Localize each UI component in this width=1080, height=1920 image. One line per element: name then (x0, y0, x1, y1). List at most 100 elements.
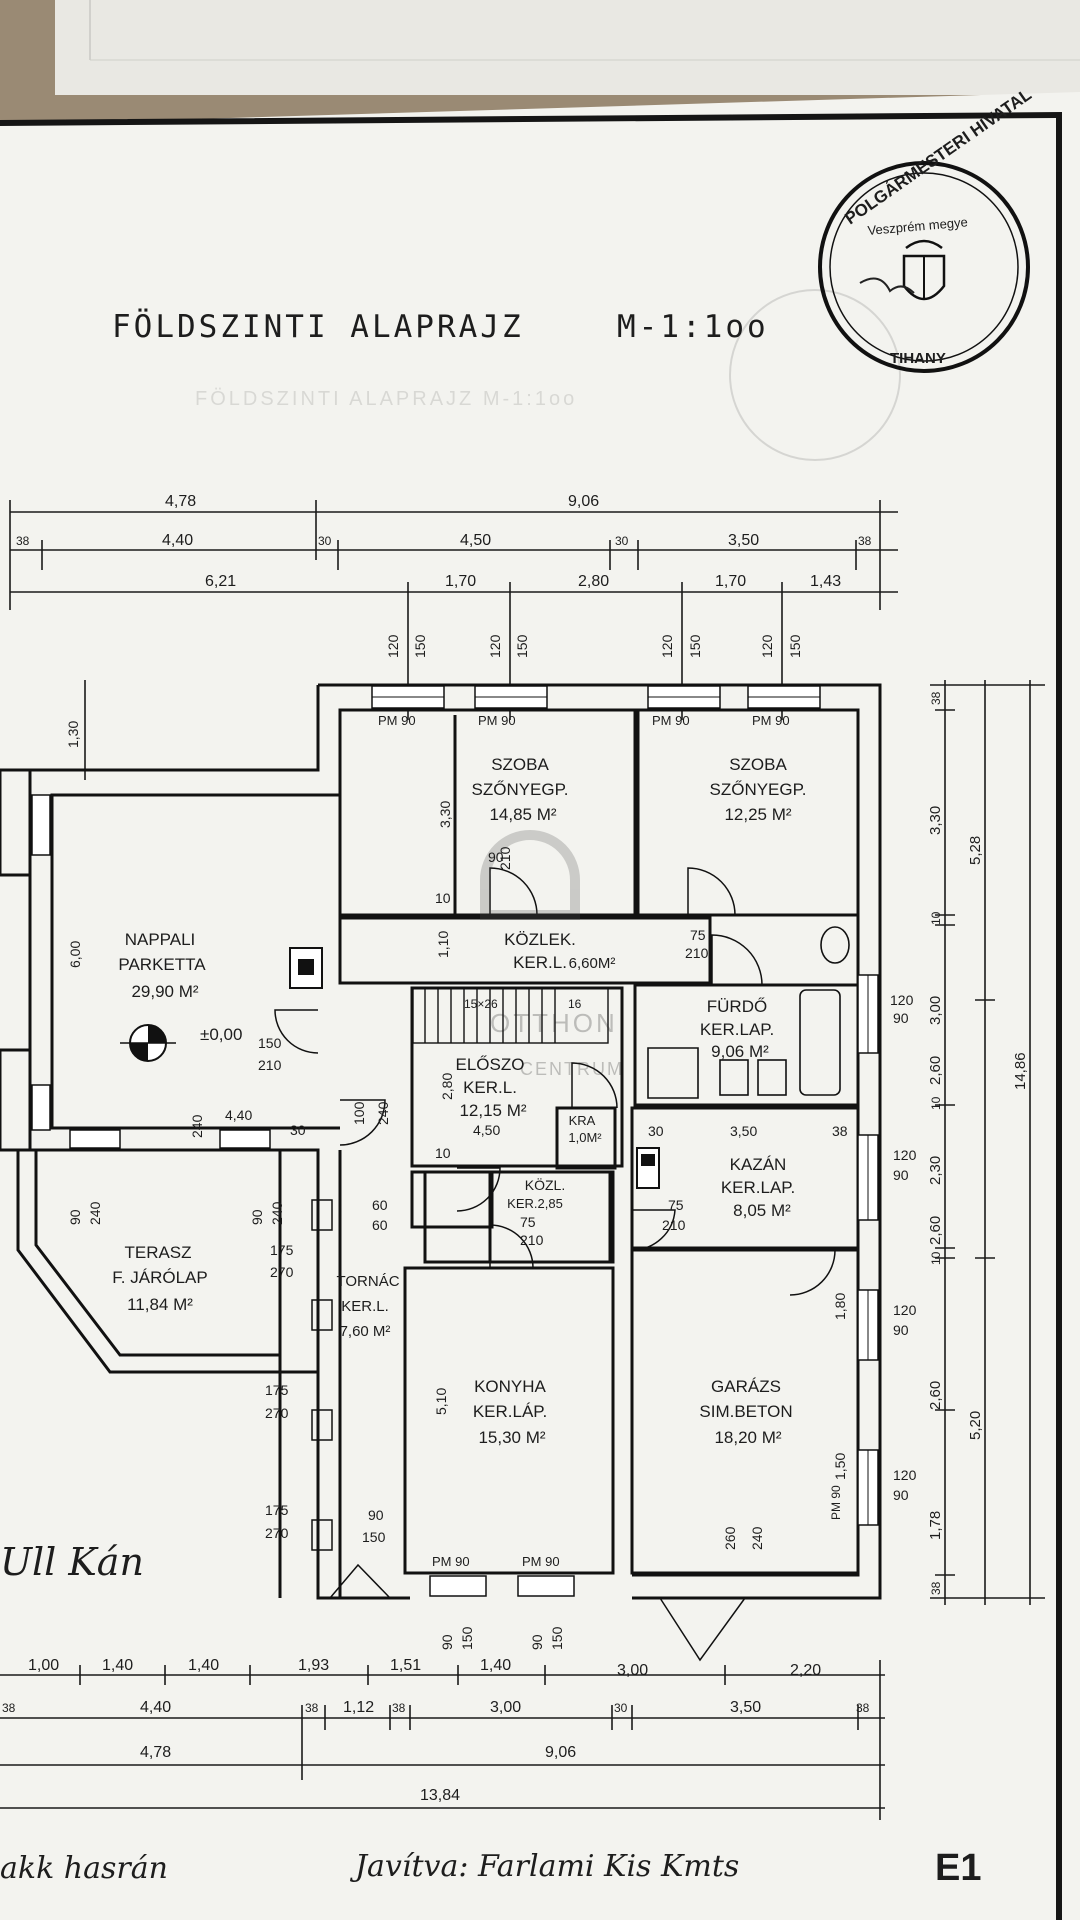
windows (31, 685, 879, 1597)
room-tornac-area: 7,60 M² (340, 1323, 391, 1340)
right-dimension-lines (930, 680, 1045, 1605)
watermark-line2: CENTRUM (520, 1059, 624, 1079)
room-furdo-name: FÜRDŐ (707, 997, 767, 1016)
watermark-line1: OTTHON (490, 1008, 618, 1038)
misc-38: 1,50 (832, 1453, 848, 1480)
room-szoba1-floor: SZŐNYEGP. (472, 780, 569, 799)
dim-bottom-2-4: 38 (392, 1701, 406, 1715)
room-kozlek-area: 6,60M² (569, 955, 616, 972)
misc-3: 90 (488, 849, 504, 865)
door-swings (274, 867, 836, 1662)
watermark: OTTHON CENTRUM (480, 830, 624, 1079)
dim-bottom-2-1: 4,40 (140, 1699, 171, 1716)
room-kazan-name: KAZÁN (730, 1155, 787, 1174)
room-kozl-floor: KER.2,85 (507, 1196, 563, 1211)
misc-26: 60 (372, 1217, 388, 1233)
misc-54: 90 (529, 1634, 545, 1650)
dim-top-2-g: 38 (858, 534, 872, 548)
misc-33: 90 (368, 1507, 384, 1523)
dim-bottom-1-7: 2,20 (790, 1662, 821, 1679)
win-label-1: 150 (412, 634, 428, 658)
room-kazan-area: 8,05 M² (733, 1201, 791, 1220)
win-label-8: PM 90 (378, 713, 416, 728)
misc-55: 150 (549, 1626, 565, 1650)
misc-42: 120 (893, 1302, 917, 1318)
room-terasz-area: 11,84 M² (127, 1295, 193, 1314)
window-mullions (372, 696, 869, 1525)
dim-right-0: 38 (929, 691, 943, 705)
dim-bottom-2-6: 30 (614, 1701, 628, 1715)
dim-top-2-c: 30 (318, 534, 332, 548)
misc-15: 4,40 (225, 1107, 252, 1123)
room-furdo-floor: KER.LAP. (700, 1020, 774, 1039)
walls (0, 683, 882, 1600)
misc-18: 100 (351, 1101, 367, 1125)
dim-right-2: 10 (929, 911, 943, 925)
dim-right-4: 2,60 (927, 1056, 944, 1085)
dim-bottom-2-0: 38 (2, 1701, 16, 1715)
dim-top-2-f: 3,50 (728, 532, 759, 549)
dim-right-9: 2,60 (927, 1381, 944, 1410)
room-tornac-name: TORNÁC (336, 1273, 399, 1290)
misc-31: 175 (265, 1502, 289, 1518)
dim-bottom-2-2: 38 (305, 1701, 319, 1715)
misc-1: 6,00 (67, 941, 83, 968)
dim-right-10: 1,78 (927, 1511, 944, 1540)
misc-48: 90 (249, 1209, 265, 1225)
win-label-6: 120 (759, 634, 775, 658)
room-eloszo-floor: KER.L. (463, 1078, 517, 1097)
misc-45: 90 (893, 1487, 909, 1503)
dim-top-3-b: 1,70 (445, 573, 476, 590)
dim-top-3-a: 6,21 (205, 573, 236, 590)
misc-46: 90 (67, 1209, 83, 1225)
dim-bottom-3-0: 4,78 (140, 1744, 171, 1761)
dim-bottom-3-1: 9,06 (545, 1744, 576, 1761)
dim-bottom-1-3: 1,93 (298, 1657, 329, 1674)
plan-scale: M-1:1oo (617, 309, 769, 345)
misc-41: 90 (893, 1167, 909, 1183)
misc-8: 210 (685, 945, 709, 961)
plan-title: FÖLDSZINTI ALAPRAJZ (112, 308, 524, 345)
dim-right-3: 3,00 (927, 996, 944, 1025)
misc-6: 1,10 (435, 931, 451, 958)
room-kazan-floor: KER.LAP. (721, 1178, 795, 1197)
misc-0: 1,30 (65, 721, 81, 748)
misc-56: 75 (520, 1214, 536, 1230)
misc-19: 240 (375, 1101, 391, 1125)
room-terasz-floor: F. JÁRÓLAP (112, 1268, 207, 1287)
room-eloszo-name: ELŐSZO (456, 1055, 525, 1074)
dim-bottom-4-0: 13,84 (420, 1787, 460, 1804)
level-marker-icon (120, 1024, 176, 1062)
dim-right-7: 2,60 (927, 1216, 944, 1245)
dim-right-8: 10 (929, 1251, 943, 1265)
bottom-dimension-lines (0, 1660, 885, 1820)
room-garazs-name: GARÁZS (711, 1377, 781, 1396)
misc-24: 38 (832, 1123, 848, 1139)
misc-39: 1,80 (832, 1293, 848, 1320)
room-kozlek-name: KÖZLEK. (504, 930, 576, 949)
misc-32: 270 (265, 1525, 289, 1541)
room-nappali-area: 29,90 M² (131, 982, 198, 1001)
terrace-columns (311, 1199, 333, 1551)
misc-11: 150 (258, 1035, 282, 1051)
misc-61: PM 90 (829, 1485, 843, 1520)
misc-51: PM 90 (522, 1554, 560, 1569)
boiler-icon (636, 1147, 660, 1189)
room-szoba2-floor: SZŐNYEGP. (710, 780, 807, 799)
misc-29: 175 (265, 1382, 289, 1398)
misc-21: 4,50 (473, 1122, 500, 1138)
misc-7: 75 (690, 927, 706, 943)
staircase (412, 987, 609, 1044)
misc-53: 150 (459, 1626, 475, 1650)
room-szoba2-name: SZOBA (729, 755, 787, 774)
dim-bottom-1-2: 1,40 (188, 1657, 219, 1674)
misc-36: 260 (722, 1526, 738, 1550)
misc-17: 240 (189, 1114, 205, 1138)
dim-top-3-e: 1,43 (810, 573, 841, 590)
room-nappali-name: NAPPALI (125, 930, 196, 949)
win-label-4: 120 (659, 634, 675, 658)
room-kamra-area: 1,0M² (568, 1130, 602, 1145)
misc-28: 270 (270, 1264, 294, 1280)
room-kamra-name: KRA (569, 1113, 596, 1128)
